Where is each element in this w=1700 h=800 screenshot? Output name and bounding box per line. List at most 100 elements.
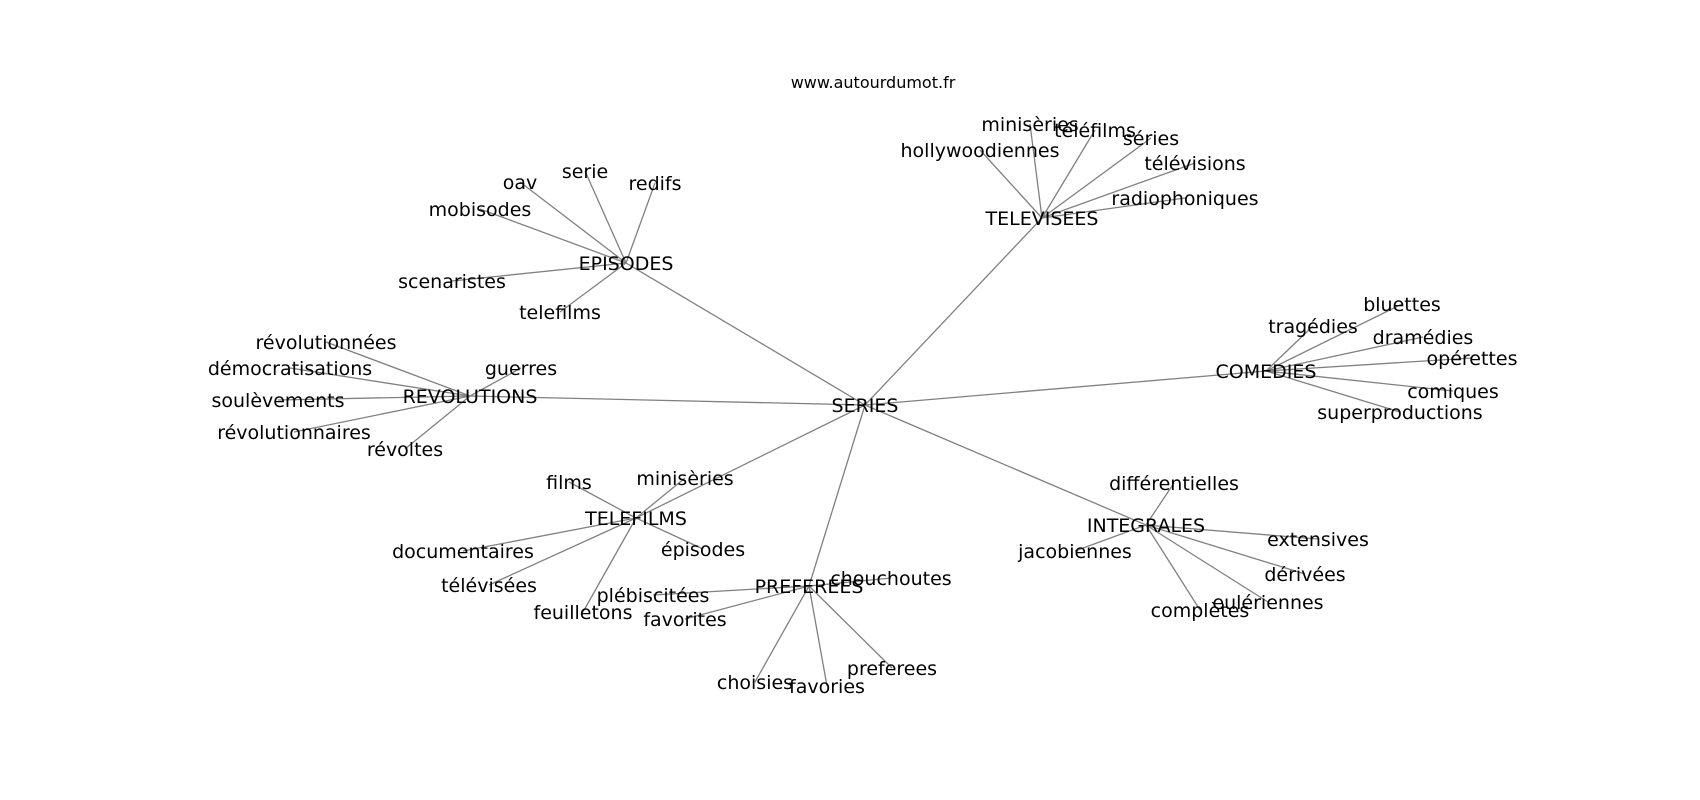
hub-node-revolutions[interactable]: REVOLUTIONS: [403, 386, 538, 408]
edge-integrales-leaf: [1145, 524, 1201, 611]
leaf-node-comedies[interactable]: bluettes: [1363, 294, 1441, 316]
leaf-node-preferees[interactable]: favories: [789, 676, 865, 698]
edge-root-comedies: [864, 370, 1267, 406]
edge-telefilms-leaf: [568, 481, 637, 519]
edge-telefilms-leaf: [635, 517, 704, 550]
edge-root-integrales: [864, 404, 1147, 526]
leaf-node-preferees[interactable]: chouchoutes: [830, 568, 951, 590]
leaf-node-televisees[interactable]: hollywoodiennes: [901, 140, 1060, 162]
leaf-node-comedies[interactable]: superproductions: [1317, 402, 1482, 424]
leaf-node-episodes[interactable]: mobisodes: [429, 199, 532, 221]
edge-episodes-leaf: [451, 262, 627, 282]
leaf-node-telefilms[interactable]: épisodes: [661, 539, 745, 561]
edge-preferees-leaf: [754, 585, 810, 683]
edge-root-episodes: [625, 262, 866, 406]
leaf-node-integrales[interactable]: différentielles: [1109, 473, 1239, 495]
edge-telefilms-leaf: [582, 517, 637, 613]
hub-node-televisees[interactable]: TELEVISEES: [985, 208, 1099, 230]
leaf-node-televisees[interactable]: séries: [1123, 128, 1179, 150]
leaf-node-episodes[interactable]: scenaristes: [398, 271, 506, 293]
leaf-node-telefilms[interactable]: minisèries: [636, 468, 733, 490]
leaf-node-revolutions[interactable]: révolutionnées: [256, 332, 397, 354]
edge-televisees-leaf: [979, 149, 1043, 219]
leaf-node-episodes[interactable]: telefilms: [519, 302, 601, 324]
leaf-node-revolutions[interactable]: révoltes: [367, 439, 443, 461]
edge-telefilms-leaf: [462, 517, 637, 552]
leaf-node-integrales[interactable]: complètes: [1151, 600, 1250, 622]
edge-integrales-leaf: [1074, 524, 1147, 552]
leaf-node-integrales[interactable]: eulériennes: [1212, 592, 1323, 614]
edge-comedies-leaf: [1265, 370, 1401, 413]
leaf-node-episodes[interactable]: redifs: [628, 173, 681, 195]
leaf-node-comedies[interactable]: comiques: [1407, 381, 1499, 403]
leaf-node-comedies[interactable]: tragédies: [1268, 316, 1358, 338]
edge-comedies-leaf: [1265, 303, 1403, 372]
edge-episodes-leaf: [519, 181, 627, 264]
leaf-node-integrales[interactable]: extensives: [1267, 529, 1369, 551]
leaf-node-preferees[interactable]: preferees: [847, 658, 937, 680]
leaf-node-telefilms[interactable]: films: [546, 472, 592, 494]
edge-revolutions-leaf: [293, 395, 471, 433]
edge-episodes-leaf: [559, 262, 627, 313]
leaf-node-integrales[interactable]: dérivées: [1264, 564, 1345, 586]
edge-preferees-leaf: [808, 585, 828, 687]
edge-televisees-leaf: [1041, 137, 1152, 219]
leaf-node-preferees[interactable]: favorites: [643, 609, 726, 631]
edges-layer: [277, 123, 1473, 687]
hub-node-telefilms[interactable]: TELEFILMS: [584, 508, 687, 530]
edge-root-revolutions: [469, 395, 866, 406]
hub-node-episodes[interactable]: EPISODES: [579, 253, 674, 275]
edge-televisees-leaf: [1041, 162, 1196, 219]
leaf-node-televisees[interactable]: télévisions: [1144, 153, 1245, 175]
edge-revolutions-leaf: [469, 367, 522, 397]
leaf-node-telefilms[interactable]: documentaires: [392, 541, 534, 563]
edge-televisees-leaf: [1029, 123, 1043, 219]
edge-root-preferees: [808, 404, 866, 587]
edge-televisees-leaf: [1041, 129, 1096, 219]
hub-node-comedies[interactable]: COMEDIES: [1216, 361, 1317, 383]
leaf-node-revolutions[interactable]: révolutionnaires: [217, 422, 371, 444]
edge-integrales-leaf: [1145, 482, 1175, 526]
leaf-node-integrales[interactable]: jacobiennes: [1017, 541, 1132, 563]
edge-comedies-leaf: [1265, 357, 1473, 372]
labels-layer: SERIES EPISODES oav serie redifs mobisodes sce…: [208, 114, 1518, 698]
hub-node-preferees[interactable]: PREFEREES: [755, 576, 864, 598]
edge-episodes-leaf: [625, 182, 656, 264]
edge-root-telefilms: [635, 404, 866, 519]
leaf-node-revolutions[interactable]: soulèvements: [211, 390, 344, 412]
leaf-node-episodes[interactable]: serie: [562, 161, 608, 183]
leaf-node-episodes[interactable]: oav: [503, 172, 538, 194]
edge-episodes-leaf: [584, 170, 627, 264]
leaf-node-revolutions[interactable]: démocratisations: [208, 358, 372, 380]
source-label[interactable]: www.autourdumot.fr: [791, 73, 956, 92]
edge-revolutions-leaf: [289, 367, 471, 397]
leaf-node-telefilms[interactable]: feuilletons: [534, 602, 633, 624]
edge-episodes-leaf: [479, 208, 627, 264]
leaf-node-televisees[interactable]: minisèries: [981, 114, 1078, 136]
leaf-node-televisees[interactable]: radiophoniques: [1111, 188, 1258, 210]
edge-integrales-leaf: [1145, 524, 1269, 603]
leaf-node-telefilms[interactable]: télévisées: [441, 575, 537, 597]
edge-preferees-leaf: [808, 577, 892, 587]
edge-revolutions-leaf: [404, 395, 471, 450]
leaf-node-revolutions[interactable]: guerres: [485, 358, 557, 380]
edge-televisees-leaf: [1041, 197, 1186, 219]
leaf-node-preferees[interactable]: plébiscitées: [597, 585, 710, 607]
edge-integrales-leaf: [1145, 524, 1306, 575]
edge-preferees-leaf: [652, 585, 810, 596]
edge-comedies-leaf: [1265, 325, 1314, 372]
edge-integrales-leaf: [1145, 524, 1319, 540]
edge-revolutions-leaf: [325, 341, 471, 397]
hub-node-integrales[interactable]: INTEGRALES: [1087, 515, 1205, 537]
edge-telefilms-leaf: [635, 477, 686, 519]
edge-comedies-leaf: [1265, 336, 1424, 372]
leaf-node-comedies[interactable]: dramédies: [1373, 327, 1474, 349]
leaf-node-preferees[interactable]: choisies: [717, 672, 793, 694]
leaf-node-comedies[interactable]: opérettes: [1427, 348, 1518, 370]
edge-root-televisees: [864, 217, 1043, 406]
edge-comedies-leaf: [1265, 370, 1454, 392]
root-node-label[interactable]: SERIES: [832, 395, 899, 417]
edge-preferees-leaf: [808, 585, 893, 669]
leaf-node-televisees[interactable]: téléfilms: [1054, 120, 1136, 142]
